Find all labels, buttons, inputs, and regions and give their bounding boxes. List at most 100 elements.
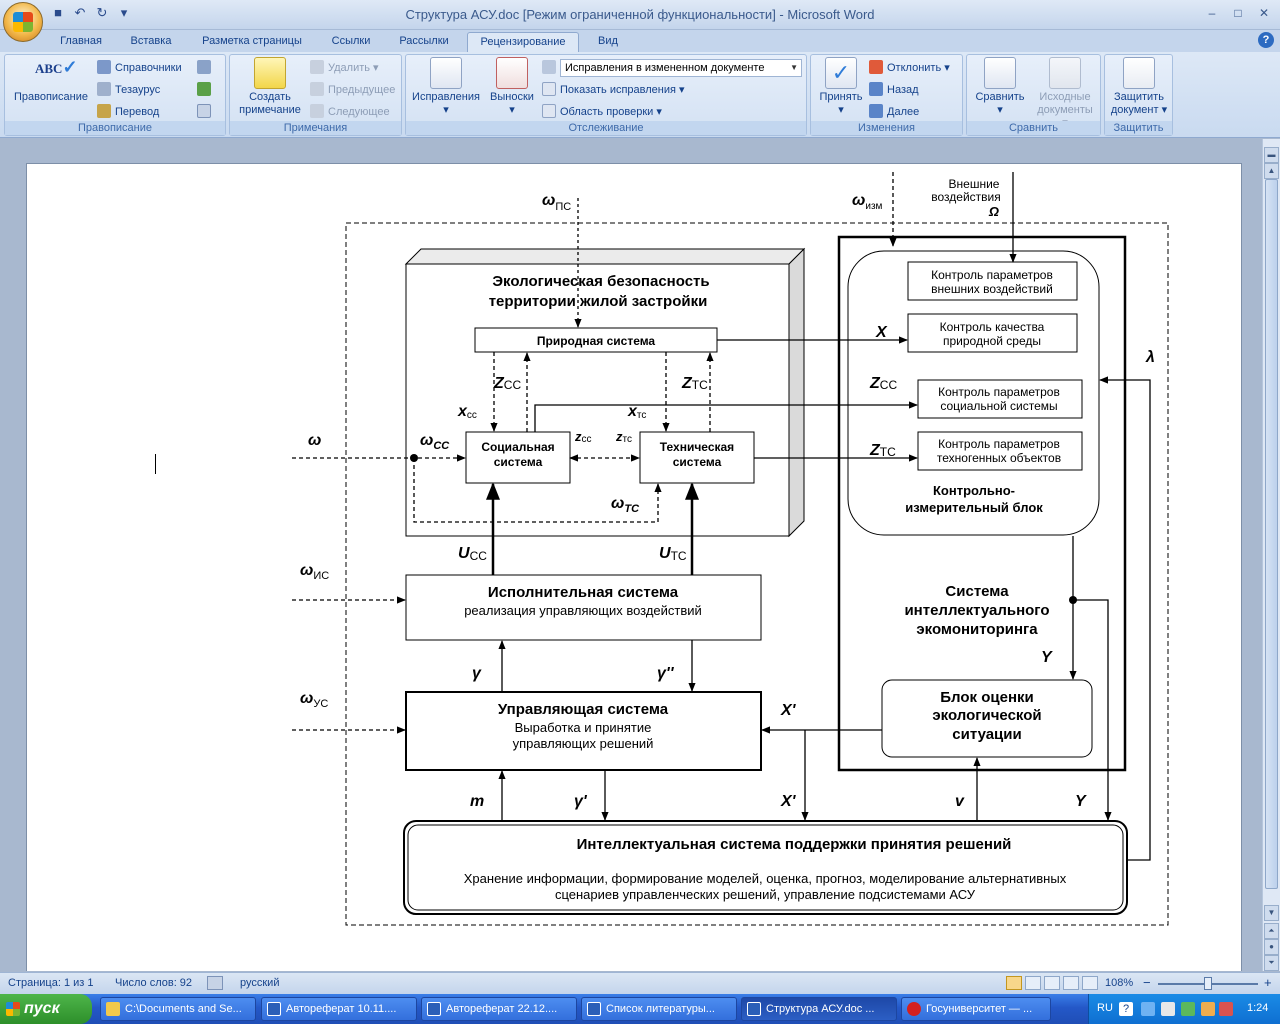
task-word-active[interactable]: Структура АСУ.doc ... [741, 997, 897, 1021]
next-comment-icon [310, 104, 324, 118]
vertical-scrollbar[interactable]: ▬ ▲ ▼ ⏶ ● ⏷ [1262, 139, 1280, 971]
tab-references[interactable]: Ссылки [331, 35, 371, 47]
zoom-slider-thumb[interactable] [1204, 977, 1212, 990]
omega-cap-label: Ω [988, 204, 999, 219]
scroll-up-icon[interactable]: ▲ [1264, 163, 1279, 179]
page-count[interactable]: Страница: 1 из 1 [8, 977, 94, 989]
external-influences-label-1: Внешние [949, 177, 1000, 191]
full-screen-reading-icon[interactable] [1025, 976, 1041, 990]
keyboard-language[interactable]: RU [1097, 1002, 1113, 1014]
start-button[interactable]: пуск [0, 994, 92, 1024]
gamma-2-label: γ'' [657, 665, 675, 682]
next-change-button[interactable]: Далее [869, 103, 919, 121]
reject-icon [869, 60, 883, 74]
next-comment-button[interactable]: Следующее [310, 103, 390, 121]
source-documents-label-2: документы [1037, 104, 1093, 116]
zoom-in-icon[interactable]: + [1264, 975, 1272, 990]
zoom-out-icon[interactable]: − [1143, 975, 1151, 990]
volume-icon[interactable] [1161, 1002, 1175, 1016]
tab-page-layout[interactable]: Разметка страницы [202, 35, 302, 47]
source-documents-button[interactable]: Исходные документы ▾ [1033, 57, 1097, 130]
x-cc-label: xсс [457, 403, 477, 421]
tray-keyboard-icon[interactable] [1201, 1002, 1215, 1016]
help-icon[interactable]: ? [1258, 32, 1274, 48]
title-bar: ■ ↶ ↻ ▾ Структура АСУ.doc [Режим огранич… [0, 0, 1280, 30]
tab-mailings[interactable]: Рассылки [399, 35, 449, 47]
translate-button[interactable]: Перевод [97, 103, 159, 121]
tab-review[interactable]: Рецензирование [467, 32, 579, 52]
show-markup-button[interactable]: Показать исправления ▾ [542, 81, 685, 99]
scroll-thumb[interactable] [1265, 179, 1278, 889]
clock[interactable]: 1:24 [1247, 1002, 1269, 1014]
track-changes-button[interactable]: Исправления▾ [410, 57, 482, 117]
split-handle-icon[interactable]: ▬ [1264, 147, 1279, 163]
task-explorer[interactable]: C:\Documents and Se... [100, 997, 256, 1021]
new-comment-label-1: Создать [249, 91, 291, 103]
reviewing-pane-icon [542, 104, 556, 118]
word-count-button[interactable] [197, 103, 219, 121]
scroll-down-icon[interactable]: ▼ [1264, 905, 1279, 921]
word-count[interactable]: Число слов: 92 [115, 977, 193, 989]
tray-security-icon[interactable] [1219, 1002, 1233, 1016]
ctrl-tech-label-1: Контроль параметров [938, 437, 1060, 451]
accept-button[interactable]: ✓ Принять▾ [815, 57, 867, 117]
task-opera[interactable]: Госуниверситет — ... [901, 997, 1051, 1021]
omega-izm-label: ωизм [852, 192, 883, 212]
maximize-button[interactable]: □ [1234, 6, 1242, 20]
group-label-spelling: Правописание [5, 121, 225, 135]
monitoring-label-1: Система [945, 583, 1009, 600]
task-word-3[interactable]: Список литературы... [581, 997, 737, 1021]
draft-view-icon[interactable] [1082, 976, 1098, 990]
display-for-review-select[interactable]: Исправления в измененном документе▼ [560, 59, 802, 77]
language-dropdown-button[interactable] [197, 59, 219, 77]
spelling-button[interactable]: ABC✓ Правописание [9, 57, 93, 104]
outline-view-icon[interactable] [1063, 976, 1079, 990]
previous-comment-button[interactable]: Предыдущее [310, 81, 395, 99]
network-icon[interactable] [1181, 1002, 1195, 1016]
external-influences-label-2: воздействия [931, 190, 1000, 204]
tray-app-icon[interactable] [1141, 1002, 1155, 1016]
help-tray-icon[interactable]: ? [1119, 1002, 1133, 1016]
dss-subtitle-1: Хранение информации, формирование моделе… [464, 871, 1067, 886]
customize-qat-icon[interactable]: ▾ [120, 5, 128, 20]
translate-icon [97, 104, 111, 118]
close-button[interactable]: ✕ [1258, 6, 1270, 20]
new-comment-label-2: примечание [239, 104, 301, 116]
set-language-button[interactable] [197, 81, 219, 99]
next-change-label: Далее [887, 106, 920, 118]
reject-button[interactable]: Отклонить ▾ [869, 59, 950, 77]
previous-page-icon[interactable]: ⏶ [1264, 923, 1279, 939]
z-tc-lower-label: zтс [615, 429, 632, 445]
next-page-icon[interactable]: ⏷ [1264, 955, 1279, 971]
protect-document-button[interactable]: Защитить документ ▾ [1107, 57, 1171, 117]
office-button[interactable] [3, 2, 43, 42]
task-word-2[interactable]: Автореферат 22.12.... [421, 997, 577, 1021]
ribbon-tabs: Главная Вставка Разметка страницы Ссылки… [0, 30, 1280, 52]
compare-button[interactable]: Сравнить▾ [969, 57, 1031, 117]
tab-insert[interactable]: Вставка [130, 35, 172, 47]
undo-icon[interactable]: ↶ [74, 5, 86, 20]
research-button[interactable]: Справочники [97, 59, 182, 77]
browse-object-icon[interactable]: ● [1264, 939, 1279, 955]
previous-change-button[interactable]: Назад [869, 81, 919, 99]
proofing-icon[interactable] [207, 976, 223, 990]
tab-view[interactable]: Вид [598, 35, 618, 47]
executive-system-box [405, 574, 762, 641]
task-word-1[interactable]: Автореферат 10.11.... [261, 997, 417, 1021]
print-layout-icon[interactable] [1006, 976, 1022, 990]
reviewing-pane-button[interactable]: Область проверки ▾ [542, 103, 662, 121]
u-cc-label: UСС [458, 545, 487, 563]
zoom-level[interactable]: 108% [1105, 977, 1134, 989]
language-indicator[interactable]: русский [240, 977, 280, 989]
save-icon[interactable]: ■ [54, 5, 62, 20]
thesaurus-icon [97, 82, 111, 96]
web-layout-icon[interactable] [1044, 976, 1060, 990]
balloons-button[interactable]: Выноски▾ [486, 57, 538, 117]
minimize-button[interactable]: – [1208, 6, 1216, 20]
delete-comment-button[interactable]: Удалить ▾ [310, 59, 379, 77]
thesaurus-button[interactable]: Тезаурус [97, 81, 160, 99]
tab-home[interactable]: Главная [60, 35, 102, 47]
redo-icon[interactable]: ↻ [96, 5, 108, 20]
new-comment-button[interactable]: Создать примечание [234, 57, 306, 117]
